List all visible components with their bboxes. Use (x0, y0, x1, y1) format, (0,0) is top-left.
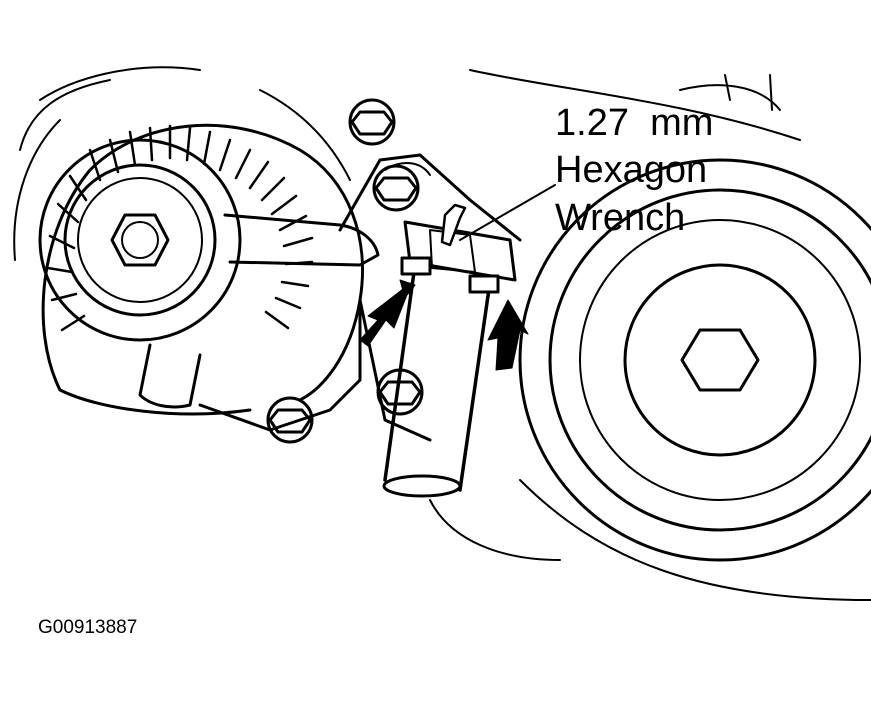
pulley-nut-icon (110, 213, 170, 267)
tensioner-bracket (338, 153, 522, 442)
arrow-icon (359, 279, 529, 371)
bracket-bolt-icon-2 (374, 176, 418, 202)
alternator-fins (46, 124, 314, 332)
hexagon-wrench (382, 203, 517, 498)
bracket-bolt-icon-3 (378, 380, 422, 406)
figure-identifier: G00913887 (38, 617, 138, 638)
callout-tool-label-line2: Wrench (555, 197, 686, 239)
upper-bolt-icon (350, 110, 394, 136)
callout-size-label: 1.27 mm (555, 102, 714, 144)
callout-tool-label-line1: Hexagon (555, 149, 708, 191)
hexagon-socket-icon (680, 328, 760, 392)
callout-leader-line (459, 184, 556, 241)
bracket-bolt-icon (268, 408, 312, 434)
crankshaft-pulley (429, 69, 871, 601)
alternator-assembly (13, 66, 424, 444)
